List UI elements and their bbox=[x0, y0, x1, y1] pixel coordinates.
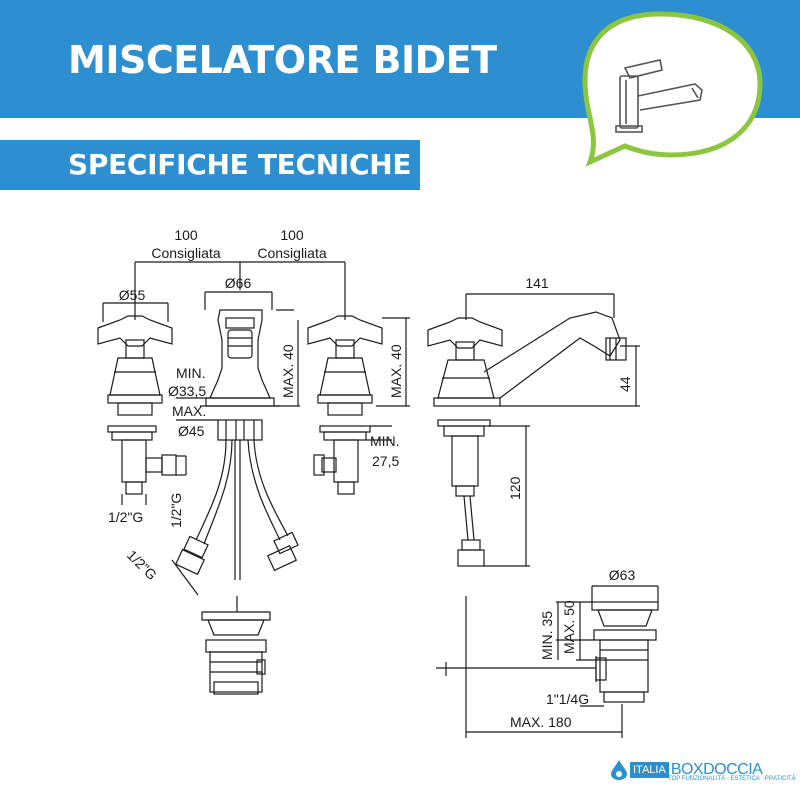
logo-brand: BOXDOCCIA bbox=[670, 761, 763, 778]
max-hole-value: Ø45 bbox=[178, 423, 205, 439]
waste-diameter-label: Ø63 bbox=[609, 567, 636, 583]
spacing-left-label: Consigliata bbox=[151, 245, 220, 261]
center-spout bbox=[174, 291, 299, 580]
min-hole-label: MIN. bbox=[176, 365, 206, 381]
brand-logo: ITALIA BOXDOCCIA bbox=[610, 756, 763, 784]
page-title: MISCELATORE BIDET bbox=[68, 38, 497, 82]
logo-prefix: ITALIA bbox=[630, 762, 669, 778]
front-waste bbox=[201, 596, 271, 695]
min-depth-value: 27,5 bbox=[372, 453, 399, 469]
thread-hose-label: 1/2"G bbox=[124, 547, 160, 583]
page-subtitle: SPECIFICHE TECNICHE bbox=[68, 148, 412, 181]
height-dim-right bbox=[366, 317, 410, 441]
spacing-left-value: 100 bbox=[174, 227, 198, 243]
thread-left-label: 1/2"G bbox=[108, 509, 143, 525]
waste-max-label: MAX. 50 bbox=[561, 600, 577, 654]
right-handle bbox=[307, 315, 383, 495]
rod-max-label: MAX. 180 bbox=[510, 714, 572, 730]
left-thread-dims bbox=[121, 456, 199, 596]
spacing-right-label: Consigliata bbox=[257, 245, 326, 261]
left-handle bbox=[97, 302, 186, 495]
min-hole-value: Ø33,5 bbox=[168, 383, 206, 399]
logo-tagline: TOP FUNZIONALITÀ · ESTETICA · PRATICITÀ bbox=[668, 776, 796, 782]
spout-diameter-label: Ø66 bbox=[225, 275, 252, 291]
faucet-bubble-icon bbox=[582, 11, 763, 167]
handle-diameter-label: Ø55 bbox=[119, 287, 146, 303]
hole-diameter-leaders bbox=[176, 397, 218, 421]
side-view-mixer bbox=[427, 293, 640, 567]
water-drop-icon bbox=[611, 760, 627, 780]
spout-reach-label: 141 bbox=[525, 275, 549, 291]
subheader-banner bbox=[0, 140, 420, 190]
max-height-left-label: MAX. 40 bbox=[280, 344, 296, 398]
spacing-right-value: 100 bbox=[280, 227, 304, 243]
hose-length-label: 120 bbox=[507, 476, 523, 500]
thread-vertical-label: 1/2"G bbox=[168, 493, 184, 528]
min-depth-label: MIN. bbox=[370, 433, 400, 449]
waste-min-label: MIN. 35 bbox=[539, 611, 555, 660]
spacing-dimension bbox=[134, 261, 346, 320]
spout-height-label: 44 bbox=[617, 376, 633, 392]
waste-thread-label: 1"1/4G bbox=[546, 691, 589, 707]
max-height-right-label: MAX. 40 bbox=[388, 344, 404, 398]
height-dim-spout bbox=[276, 309, 300, 407]
max-hole-label: MAX. bbox=[172, 403, 206, 419]
side-waste bbox=[436, 585, 659, 738]
